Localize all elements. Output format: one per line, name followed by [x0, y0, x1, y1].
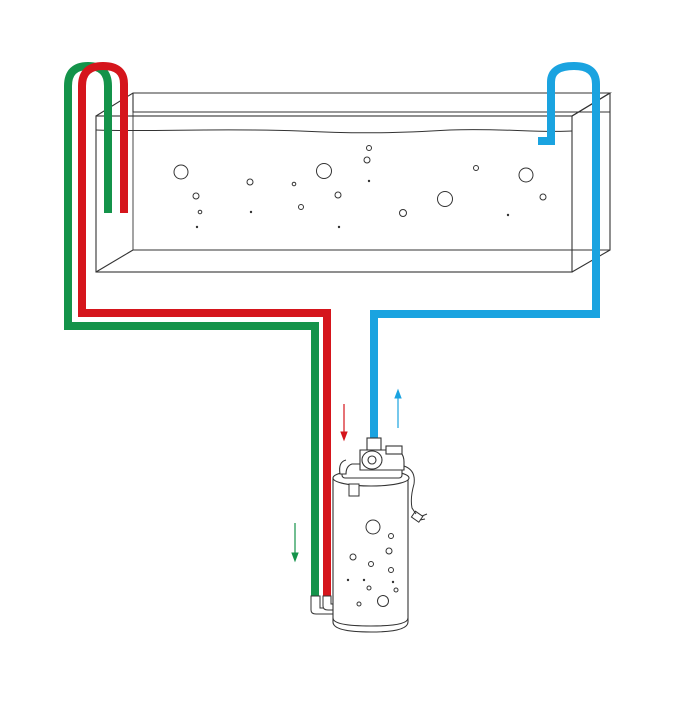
canister-tiny-bubbles	[346, 578, 395, 584]
water-surface	[95, 129, 573, 134]
intake-pipe-red	[78, 61, 331, 598]
power-plug-icon	[403, 465, 428, 523]
aquarium-tank	[95, 92, 612, 273]
red-flow-arrow	[340, 404, 348, 442]
tiny-bubbles	[195, 179, 510, 229]
air-bubbles	[173, 145, 547, 217]
intake-pipe-green	[64, 61, 319, 598]
blue-flow-arrow	[394, 388, 402, 428]
pump-head	[339, 437, 405, 475]
canister-bubbles	[349, 519, 399, 607]
lid-clip	[348, 483, 360, 497]
canister-filter	[332, 463, 410, 633]
return-pipe-blue	[370, 61, 600, 442]
green-flow-arrow	[291, 523, 299, 563]
